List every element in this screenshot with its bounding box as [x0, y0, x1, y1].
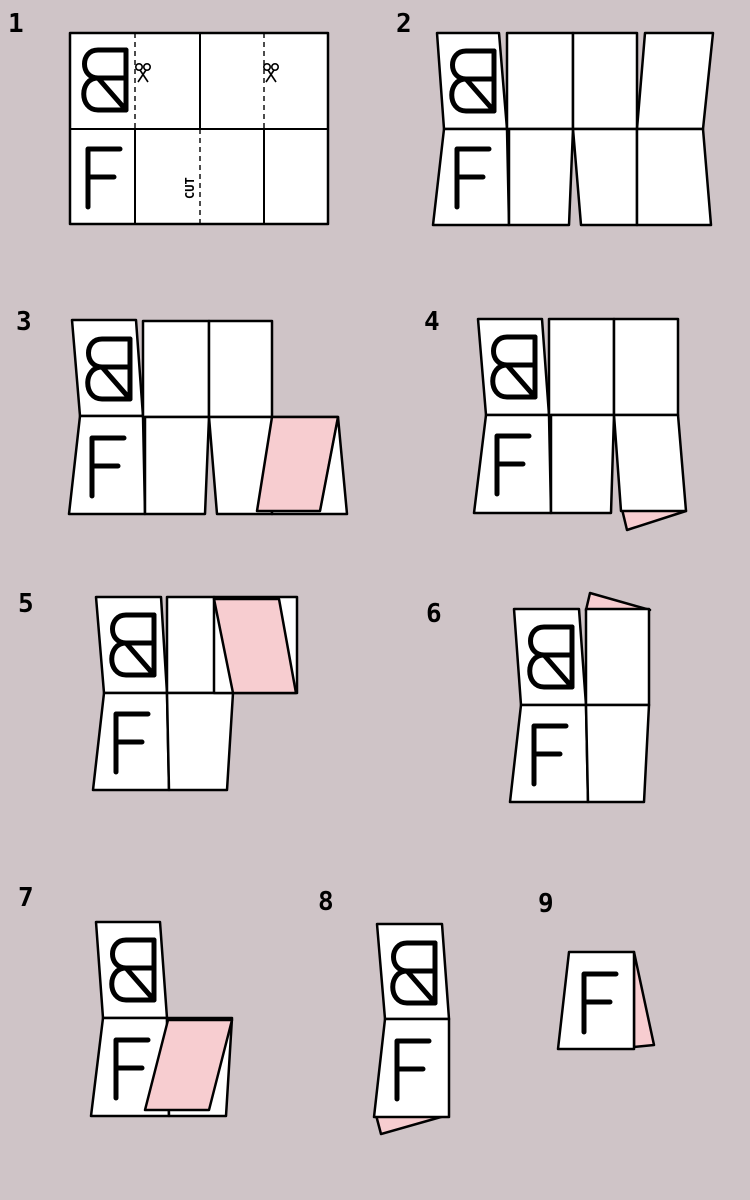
scissors-icon: [263, 63, 280, 83]
step-6: 6: [426, 591, 652, 804]
folded-back-flap: [632, 950, 656, 1049]
step-number: 9: [538, 889, 554, 919]
step-7: 7: [18, 883, 234, 1118]
folded-back-flap: [143, 1018, 234, 1112]
step-number: 3: [16, 307, 32, 337]
step-3: 3: [16, 307, 349, 516]
step-8: 8: [318, 887, 451, 1136]
step-5: 5: [18, 589, 299, 792]
step-9: 9: [538, 889, 656, 1051]
step-1: 1 CUT: [8, 9, 330, 226]
step-2: 2: [396, 9, 715, 227]
step-4: 4: [424, 307, 688, 532]
step-number: 5: [18, 589, 34, 619]
step-number: 2: [396, 9, 412, 39]
step-number: 1: [8, 9, 24, 39]
step-number: 6: [426, 599, 442, 629]
step-number: 7: [18, 883, 34, 913]
step-number: 4: [424, 307, 440, 337]
scissors-icon: [135, 63, 152, 83]
folded-back-flap: [212, 597, 298, 695]
folded-back-flap: [584, 591, 652, 612]
cut-label: CUT: [183, 177, 197, 199]
step-number: 8: [318, 887, 334, 917]
